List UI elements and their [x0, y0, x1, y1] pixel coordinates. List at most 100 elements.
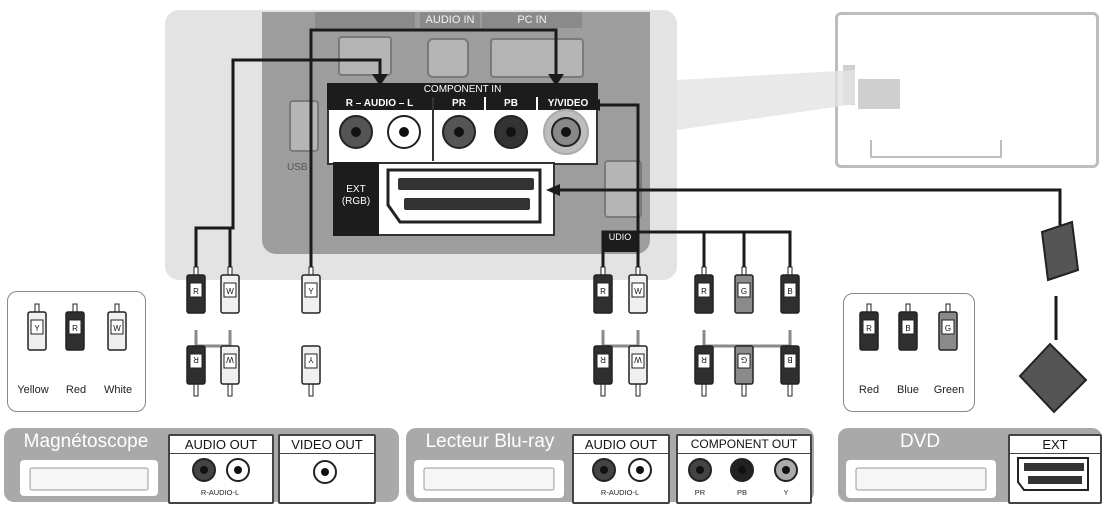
tv-component-jacks	[339, 109, 589, 155]
plug-bluray-top-1: W	[628, 266, 648, 314]
plug-vcr-bottom-r-letter: R	[193, 355, 199, 364]
component-divider	[432, 97, 434, 161]
legend-right-plug-b: B	[898, 303, 918, 351]
legend-right-plug-g-letter: G	[945, 324, 951, 333]
audio-in-label: AUDIO IN	[420, 12, 480, 28]
ext-scart-socket	[386, 168, 542, 224]
plug-bluray-bottom-1: W	[628, 345, 648, 397]
cable-vcr-red-to-audio-in	[194, 58, 382, 275]
ext-rgb-label: EXT (RGB)	[333, 162, 379, 236]
legend-yellow-red-white	[7, 291, 146, 412]
plug-bluray-top-2-letter: R	[701, 287, 707, 296]
legend-right-plug-b-letter: B	[905, 324, 910, 333]
dvd-ext-scart	[1017, 457, 1089, 491]
plug-vcr-top-r: R	[186, 266, 206, 314]
dvd-ext-title: EXT	[1010, 436, 1100, 454]
legend-right-plug-r: R	[859, 303, 879, 351]
legend-left-plug-w: W	[107, 303, 127, 351]
plug-bluray-bottom-2: R	[694, 345, 714, 397]
plug-bluray-top-2: R	[694, 266, 714, 314]
cable-bluray-white-to-audio	[600, 103, 640, 275]
pr-label: PR	[434, 97, 484, 110]
bluray-audio-out-box: AUDIO OUT	[572, 434, 670, 504]
usb-label: USB	[287, 162, 308, 173]
arrow-audio-in	[372, 74, 388, 86]
plug-bluray-top-3: G	[734, 266, 754, 314]
plug-bluray-top-1-letter: W	[634, 287, 642, 296]
plug-bluray-bottom-3-letter: G	[741, 355, 747, 364]
component-jack-y-label: Y	[783, 488, 789, 497]
plug-bluray-bottom-1-letter: W	[634, 355, 642, 364]
plug-bluray-top-4: B	[780, 266, 800, 314]
plug-vcr-top-w: W	[220, 266, 240, 314]
cable-bluray-group	[601, 230, 792, 275]
optical-audio-port	[427, 38, 469, 78]
legend-label-green: Green	[933, 384, 965, 396]
audio-side-label: UDIO	[602, 232, 638, 252]
arrow-bluray-audio	[588, 99, 600, 111]
plug-vcr-bottom-w: W	[220, 345, 240, 397]
scart-plug-top	[1040, 220, 1080, 282]
legend-left-plug-r: R	[65, 303, 85, 351]
vcr-audio-out-title: AUDIO OUT	[170, 436, 272, 454]
plug-vcr-bottom-r: R	[186, 345, 206, 397]
component-in-title: COMPONENT IN	[327, 83, 598, 97]
legend-right-plug-g: G	[938, 303, 958, 351]
legend-left-plug-y: Y	[27, 303, 47, 351]
legend-label-white: White	[103, 384, 133, 396]
plug-bluray-bottom-4: B	[780, 345, 800, 397]
pb-label: PB	[486, 97, 536, 110]
vcr-audio-sub-label: R-AUDIO-L	[200, 488, 240, 497]
plug-vcr-top-r-letter: R	[193, 287, 199, 296]
plug-vcr-bottom-y-letter: Y	[308, 355, 314, 364]
scart-plug-bottom	[1018, 342, 1088, 414]
legend-left-plug-y-letter: Y	[34, 324, 40, 333]
legend-label-red-2: Red	[858, 384, 880, 396]
pc-in-port	[490, 38, 584, 78]
bluray-audio-sub-label: R-AUDIO-L	[600, 488, 640, 497]
plug-bluray-top-4-letter: B	[787, 287, 792, 296]
legend-left-plug-r-letter: R	[72, 324, 78, 333]
arrow-ext-in	[546, 184, 560, 196]
component-jack-pr-label: PR	[694, 488, 706, 497]
component-jack-pb-label: PB	[736, 488, 747, 497]
plug-vcr-bottom-y: Y	[301, 345, 321, 397]
vcr-audio-out-box: AUDIO OUT	[168, 434, 274, 504]
legend-right-plug-r-letter: R	[866, 324, 872, 333]
tv-stand	[870, 140, 1002, 158]
hdmi-port	[338, 36, 392, 76]
y-video-label: Y/VIDEO	[538, 97, 598, 110]
audio-rl-label: R – AUDIO – L	[327, 97, 432, 110]
legend-label-yellow: Yellow	[17, 384, 49, 396]
pc-in-label: PC IN	[482, 12, 582, 28]
usb-port	[289, 100, 319, 152]
tv-zoom-wedge	[677, 70, 855, 130]
bluray-component-out-title: COMPONENT OUT	[678, 436, 810, 454]
plug-bluray-top-0-letter: R	[600, 287, 606, 296]
cable-vcr-video-to-y-in	[309, 28, 558, 275]
arrow-video-in	[548, 74, 564, 86]
cable-bluray-component	[702, 232, 746, 275]
vcr-title: Magnétoscope	[23, 431, 149, 452]
dvd-title: DVD	[899, 431, 941, 452]
plug-vcr-top-y-letter: Y	[308, 287, 314, 296]
plug-bluray-bottom-4-letter: B	[787, 355, 792, 364]
cable-scart-to-ext	[560, 188, 1062, 225]
plug-bluray-top-0: R	[593, 266, 613, 314]
device-out-jacks	[192, 458, 798, 484]
plug-bluray-top-3-letter: G	[741, 287, 747, 296]
bluray-title: Lecteur Blu-ray	[425, 431, 555, 452]
vcr-video-out-title: VIDEO OUT	[280, 436, 374, 454]
bluray-audio-out-title: AUDIO OUT	[574, 436, 668, 454]
plug-bluray-bottom-0: R	[593, 345, 613, 397]
hdmi-header	[315, 12, 415, 28]
plug-vcr-top-w-letter: W	[226, 287, 234, 296]
legend-left-plug-w-letter: W	[113, 324, 121, 333]
plug-bluray-bottom-3: G	[734, 345, 754, 397]
plug-vcr-bottom-w-letter: W	[226, 355, 234, 364]
legend-label-blue: Blue	[896, 384, 920, 396]
plug-vcr-top-y: Y	[301, 266, 321, 314]
plug-bluray-bottom-0-letter: R	[600, 355, 606, 364]
plug-bluray-bottom-2-letter: R	[701, 355, 707, 364]
